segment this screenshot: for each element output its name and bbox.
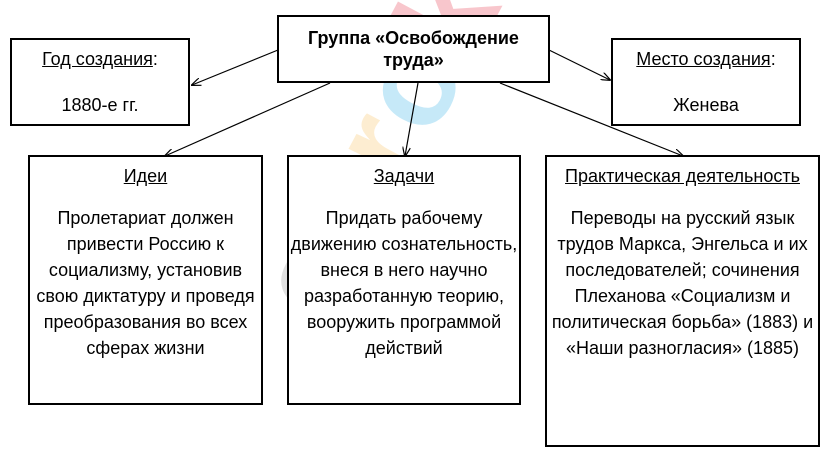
place-value: Женева xyxy=(673,95,739,115)
practice-node: Практическая деятельность Переводы на ру… xyxy=(545,155,820,447)
place-node: Место создания: Женева xyxy=(611,38,801,126)
ideas-node: Идеи Пролетариат должен привести Россию … xyxy=(28,155,263,405)
root-node: Группа «Освобождение труда» xyxy=(277,15,550,83)
place-head: Место создания xyxy=(636,49,771,69)
tasks-text: Придать рабочему движению сознательность… xyxy=(290,208,518,358)
arrow-to-place xyxy=(548,49,610,80)
place-heading: Место создания: xyxy=(613,48,799,70)
ideas-text: Пролетариат должен привести Россию к соц… xyxy=(36,208,255,358)
year-value: 1880-е гг. xyxy=(61,95,139,115)
year-node: Год создания: 1880-е гг. xyxy=(10,38,190,126)
year-head: Год создания xyxy=(42,49,153,69)
ideas-head: Идеи xyxy=(123,166,168,186)
arrow-to-tasks xyxy=(405,82,419,156)
practice-head: Практическая деятельность xyxy=(565,166,800,186)
year-heading: Год создания: xyxy=(12,48,188,70)
tasks-head: Задачи xyxy=(373,166,435,186)
place-colon: : xyxy=(770,49,776,69)
root-title: Группа «Освобождение труда» xyxy=(308,28,519,70)
watermark-letter-i: i xyxy=(400,0,546,16)
practice-text: Переводы на русский язык трудов Маркса, … xyxy=(551,208,814,358)
year-colon: : xyxy=(152,49,158,69)
tasks-node: Задачи Придать рабочему движению сознате… xyxy=(287,155,521,405)
arrow-to-year xyxy=(192,49,279,85)
